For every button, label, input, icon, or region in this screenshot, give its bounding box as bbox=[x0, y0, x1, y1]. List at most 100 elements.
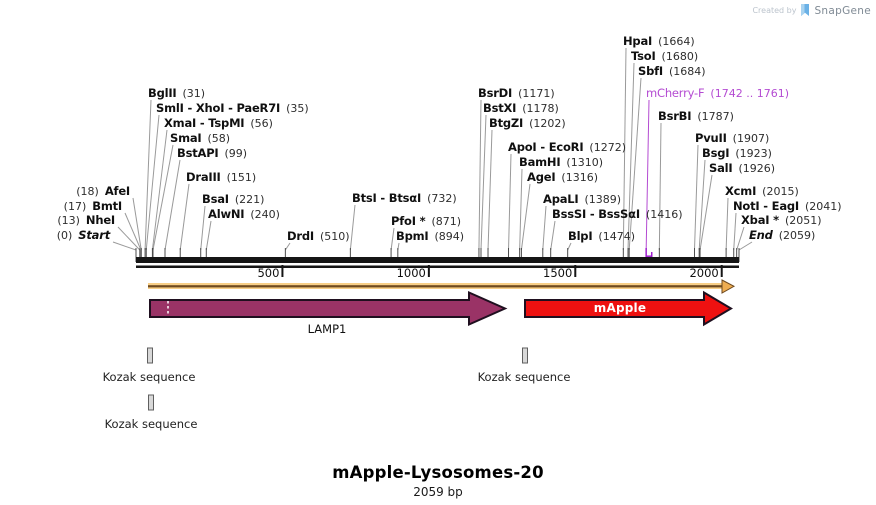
site-position: (894) bbox=[434, 230, 465, 243]
btsi-bts-i-connector-line bbox=[349, 204, 356, 251]
enzyme-label-bamhi: BamHI (1310) bbox=[519, 155, 603, 170]
site-position: (31) bbox=[182, 87, 206, 100]
smli-xhoi-paer7i-connector-line bbox=[145, 114, 160, 251]
enzyme-label-btgzi: BtgZI(1202) bbox=[489, 116, 566, 131]
bsssi-bsss-i-connector-line bbox=[550, 220, 556, 251]
annotation-label-kozak-1: Kozak sequence bbox=[102, 370, 196, 384]
bsgi-connector-line bbox=[698, 159, 706, 251]
site-position: (871) bbox=[431, 215, 462, 228]
site-position: (732) bbox=[427, 192, 457, 205]
enzyme-label-agei: AgeI(1316) bbox=[527, 170, 598, 185]
plasmid-title: mApple-Lysosomes-20 bbox=[332, 463, 544, 482]
site-name: BssSI - BssSαI bbox=[552, 207, 640, 221]
drdi-connector-line bbox=[284, 242, 291, 251]
site-position: (17) bbox=[63, 200, 87, 213]
site-name: SmaI bbox=[170, 131, 202, 145]
bglii-connector-line bbox=[144, 99, 152, 251]
site-position: (1171) bbox=[518, 87, 555, 100]
snapgene-attribution: Created by SnapGene bbox=[752, 4, 871, 17]
enzyme-label-pvuii: PvuII(1907) bbox=[695, 132, 769, 146]
sequence-backbone-bottom bbox=[136, 265, 739, 268]
site-position: (2059) bbox=[778, 229, 816, 242]
orf-line-core bbox=[148, 285, 722, 288]
ruler-label-500: 500 bbox=[257, 266, 280, 280]
site-name: BstXI bbox=[483, 101, 517, 115]
enzyme-label-drdi: DrdI (510) bbox=[287, 229, 350, 244]
xcmi-connector-line bbox=[725, 197, 729, 251]
enzyme-label-alwni: AlwNI(240) bbox=[208, 207, 280, 222]
site-position: (1178) bbox=[522, 102, 559, 115]
site-name: AfeI bbox=[104, 184, 130, 198]
sbfi-connector-line bbox=[628, 77, 642, 251]
annotation-label-kozak-3: Kozak sequence bbox=[477, 370, 571, 384]
enzyme-label-apoi-ecori: ApoI - EcoRI(1272) bbox=[508, 141, 626, 155]
site-name: BglII bbox=[148, 86, 177, 100]
site-name: BlpI bbox=[568, 229, 593, 243]
site-name: BtsI - BtsαI bbox=[352, 191, 422, 205]
title-block: mApple-Lysosomes-20 2059 bp bbox=[0, 463, 876, 499]
terminus-label-end: End (2059) bbox=[749, 228, 816, 243]
xmai-tspmi-connector-line bbox=[151, 129, 168, 251]
site-position: (0) bbox=[56, 229, 73, 242]
enzyme-label-tsoi: TsoI (1680) bbox=[631, 49, 699, 64]
site-position: (99) bbox=[224, 147, 248, 160]
site-name: AgeI bbox=[527, 170, 556, 184]
enzyme-label-bstapi: BstAPI (99) bbox=[177, 146, 248, 161]
site-name: BtgZI bbox=[489, 116, 524, 130]
site-name: TsoI bbox=[631, 49, 656, 63]
site-name: PfoI * bbox=[391, 214, 426, 228]
site-name: mCherry-F bbox=[646, 86, 705, 100]
site-position: (1787) bbox=[697, 110, 734, 123]
kozak-mark-2 bbox=[148, 394, 154, 411]
site-position: (2015) bbox=[762, 185, 799, 198]
bmti-connector-line bbox=[124, 212, 142, 251]
site-name: DrdI bbox=[287, 229, 314, 243]
site-name: XmaI - TspMI bbox=[164, 116, 245, 130]
sali-connector-line bbox=[699, 174, 713, 251]
enzyme-label-smai: SmaI (58) bbox=[170, 131, 231, 146]
site-position: (1416) bbox=[645, 208, 683, 221]
site-name: End bbox=[749, 228, 773, 242]
site-name: BamHI bbox=[519, 155, 561, 169]
site-name: BpmI bbox=[396, 229, 429, 243]
ruler-label-2000: 2000 bbox=[689, 266, 719, 280]
feature-label-mapple: mApple bbox=[593, 301, 647, 315]
site-name: AlwNI bbox=[208, 207, 245, 221]
sequence-backbone-top bbox=[136, 257, 739, 263]
site-position: (1474) bbox=[598, 230, 635, 243]
enzyme-label-bsssi-bsss-i: BssSI - BssSαI (1416) bbox=[552, 207, 683, 222]
site-position: (1680) bbox=[661, 50, 699, 63]
bsrbi-connector-line bbox=[658, 122, 662, 251]
bstapi-connector-line bbox=[164, 159, 181, 251]
site-name: DraIII bbox=[186, 170, 221, 184]
end-connector-line bbox=[738, 241, 753, 251]
xbai-connector-line bbox=[736, 226, 745, 251]
enzyme-label-bstxi: BstXI (1178) bbox=[483, 101, 559, 116]
agei-connector-line bbox=[520, 183, 531, 251]
nhei-connector-line bbox=[117, 226, 141, 251]
site-position: (1272) bbox=[589, 141, 626, 154]
enzyme-label-bsai: BsaI(221) bbox=[202, 193, 264, 207]
feature-arrow-mapple bbox=[524, 290, 733, 327]
enzyme-label-bsrbi: BsrBI(1787) bbox=[658, 110, 734, 124]
site-position: (151) bbox=[226, 171, 257, 184]
pfoi-connector-line bbox=[390, 227, 395, 251]
site-name: HpaI bbox=[623, 34, 653, 48]
site-name: BstAPI bbox=[177, 146, 219, 160]
start-connector-line bbox=[112, 241, 137, 251]
hpai-connector-line bbox=[622, 47, 627, 251]
site-name: NotI - EagI bbox=[733, 199, 800, 213]
plasmid-length: 2059 bp bbox=[413, 485, 463, 499]
site-position: (58) bbox=[207, 132, 231, 145]
alwni-connector-line bbox=[205, 220, 212, 251]
site-position: (35) bbox=[286, 102, 309, 115]
enzyme-label-nhei: (13)NheI bbox=[57, 213, 115, 228]
bsai-connector-line bbox=[200, 205, 206, 251]
site-name: NheI bbox=[85, 213, 115, 227]
snapgene-logo-icon bbox=[801, 4, 810, 16]
site-position: (1310) bbox=[566, 156, 603, 169]
site-position: (510) bbox=[319, 230, 350, 243]
feature-arrow-lamp1 bbox=[149, 290, 508, 327]
